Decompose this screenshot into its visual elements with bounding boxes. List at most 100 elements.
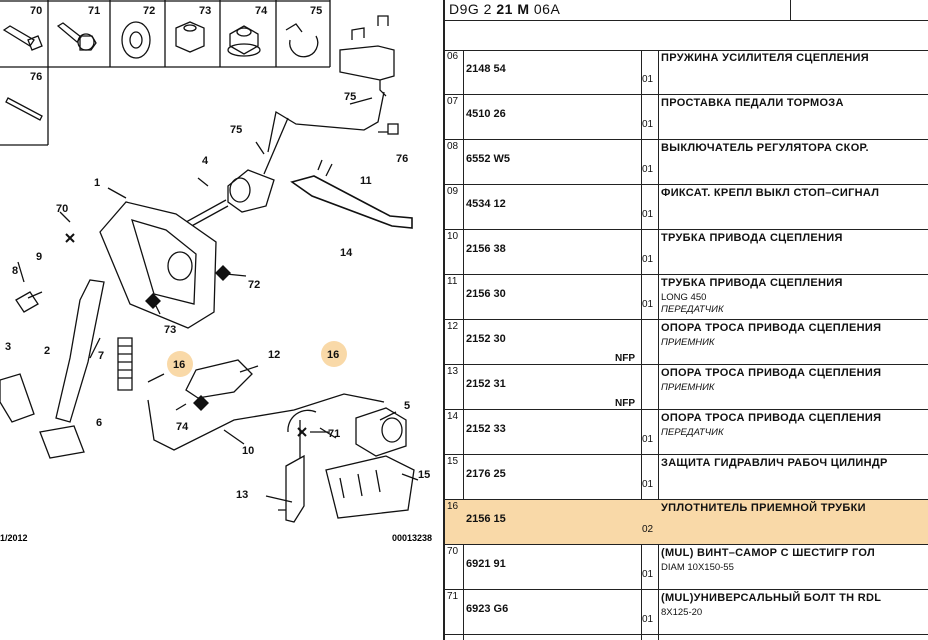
item-index: 14 <box>447 411 459 422</box>
item-index: 15 <box>447 456 459 467</box>
part-reference: 2152 33 <box>466 423 506 435</box>
part-detail: 8X125-20 <box>661 607 703 618</box>
part-reference: 2156 15 <box>466 513 506 525</box>
svg-text:2: 2 <box>44 345 50 357</box>
item-index: 12 <box>447 321 459 332</box>
quantity: 01 <box>642 254 654 265</box>
svg-text:3: 3 <box>5 341 11 353</box>
table-subheader <box>445 20 928 51</box>
svg-text:6: 6 <box>96 417 102 429</box>
part-name: (MUL) ВИНТ–САМОР С ШЕСТИГР ГОЛ <box>661 547 875 559</box>
table-row[interactable]: 14 2152 33 01 ОПОРА ТРОСА ПРИВОДА СЦЕПЛЕНИЯ… <box>445 410 928 455</box>
part-reference: 2152 31 <box>466 378 506 390</box>
part-name: ОПОРА ТРОСА ПРИВОДА СЦЕПЛЕНИЯ <box>661 412 882 424</box>
svg-text:70: 70 <box>56 203 68 215</box>
svg-text:5: 5 <box>404 400 410 412</box>
part-name: ПРОСТАВКА ПЕДАЛИ ТОРМОЗА <box>661 97 844 109</box>
footer-date: 1/2012 <box>0 533 28 543</box>
parts-diagram: 70 71 72 73 74 75 76 <box>0 0 432 543</box>
svg-text:73: 73 <box>199 5 211 17</box>
svg-text:14: 14 <box>340 247 353 259</box>
svg-text:7: 7 <box>98 350 104 362</box>
svg-text:11: 11 <box>360 175 372 187</box>
svg-text:73: 73 <box>164 324 176 336</box>
thumb-labels: 70 71 72 73 74 75 76 <box>30 5 322 83</box>
part-reference: 6552 W5 <box>466 153 511 165</box>
svg-text:72: 72 <box>248 279 260 291</box>
item-index: 16 <box>447 501 459 512</box>
svg-text:75: 75 <box>230 124 242 136</box>
quantity: 01 <box>642 569 654 580</box>
part-reference: 2156 38 <box>466 243 506 255</box>
item-index: 10 <box>447 231 459 242</box>
footer-image-code: 00013238 <box>392 533 432 543</box>
fastener-thumbnails <box>0 0 331 146</box>
table-row[interactable]: 15 2176 25 01 ЗАЩИТА ГИДРАВЛИЧ РАБОЧ ЦИЛИНД… <box>445 455 928 500</box>
table-row[interactable]: 10 2156 38 01 ТРУБКА ПРИВОДА СЦЕПЛЕНИЯ <box>445 230 928 275</box>
item-index: 09 <box>447 186 459 197</box>
nfp-flag: NFP <box>615 353 635 364</box>
part-detail: ПЕРЕДАТЧИК <box>661 427 724 438</box>
part-name: ОПОРА ТРОСА ПРИВОДА СЦЕПЛЕНИЯ <box>661 322 882 334</box>
item-index: 06 <box>447 51 459 62</box>
part-reference: 2156 30 <box>466 288 506 300</box>
item-index: 08 <box>447 141 459 152</box>
quantity: 01 <box>642 434 654 445</box>
part-reference: 2176 25 <box>466 468 506 480</box>
part-reference: 4510 26 <box>466 108 506 120</box>
part-reference: 2152 30 <box>466 333 506 345</box>
part-name: ФИКСАТ. КРЕПЛ ВЫКЛ СТОП–СИГНАЛ <box>661 187 880 199</box>
svg-text:9: 9 <box>36 251 42 263</box>
svg-text:72: 72 <box>143 5 155 17</box>
svg-text:1: 1 <box>94 177 100 189</box>
item-index: 11 <box>447 276 458 287</box>
quantity: 01 <box>642 614 654 625</box>
svg-text:15: 15 <box>418 469 430 481</box>
part-name: ТРУБКА ПРИВОДА СЦЕПЛЕНИЯ <box>661 232 843 244</box>
svg-text:16: 16 <box>173 359 185 371</box>
quantity: 01 <box>642 479 654 490</box>
svg-text:4: 4 <box>202 155 209 167</box>
svg-text:10: 10 <box>242 445 254 457</box>
part-detail: ПРИЕМНИК <box>661 382 715 393</box>
item-index: 71 <box>447 591 459 602</box>
svg-text:13: 13 <box>236 489 248 501</box>
quantity: 01 <box>642 209 654 220</box>
svg-text:16: 16 <box>327 349 339 361</box>
vehicle-code: D9G 2 21 M 06A <box>449 1 561 17</box>
part-detail: LONG 450 <box>661 292 707 303</box>
svg-text:71: 71 <box>328 428 340 440</box>
quantity: 01 <box>642 299 654 310</box>
table-row[interactable]: 08 6552 W5 01 ВЫКЛЮЧАТЕЛЬ РЕГУЛЯТОРА СКОР. <box>445 140 928 185</box>
quantity: 01 <box>642 164 654 175</box>
callout-16-highlight <box>321 341 347 367</box>
svg-text:76: 76 <box>396 153 408 165</box>
part-detail: DIAM 10X150-55 <box>661 562 734 573</box>
quantity: 01 <box>642 74 654 85</box>
svg-text:70: 70 <box>30 5 42 17</box>
part-reference: 6921 91 <box>466 558 506 570</box>
panel-divider <box>443 0 445 640</box>
svg-text:8: 8 <box>12 265 18 277</box>
part-name: ВЫКЛЮЧАТЕЛЬ РЕГУЛЯТОРА СКОР. <box>661 142 869 154</box>
part-name: ОПОРА ТРОСА ПРИВОДА СЦЕПЛЕНИЯ <box>661 367 882 379</box>
part-detail-secondary: ПЕРЕДАТЧИК <box>661 304 724 315</box>
svg-text:12: 12 <box>268 349 280 361</box>
svg-text:76: 76 <box>30 71 42 83</box>
item-index: 07 <box>447 96 459 107</box>
part-name: ЗАЩИТА ГИДРАВЛИЧ РАБОЧ ЦИЛИНДР <box>661 457 888 469</box>
part-name: (MUL)УНИВЕРСАЛЬНЫЙ БОЛТ ТН RDL <box>661 592 882 604</box>
svg-text:71: 71 <box>88 5 100 17</box>
table-row[interactable]: 13 2152 31 ОПОРА ТРОСА ПРИВОДА СЦЕПЛЕНИЯ ПР… <box>445 365 928 410</box>
item-index: 13 <box>447 366 459 377</box>
svg-text:74: 74 <box>176 421 189 433</box>
